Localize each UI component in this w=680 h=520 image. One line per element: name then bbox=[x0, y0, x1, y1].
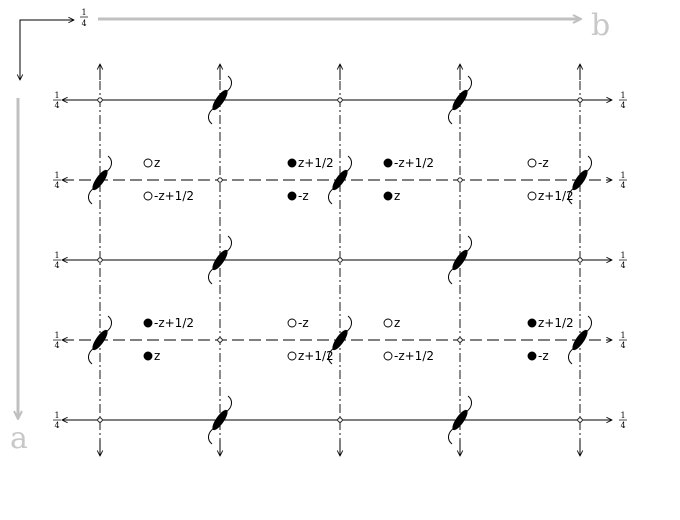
filled-position-marker: z+1/2 bbox=[527, 316, 574, 330]
screw-axis-symbol bbox=[568, 155, 592, 205]
position-label: z bbox=[154, 156, 160, 170]
inversion-center bbox=[97, 97, 103, 103]
row-fraction-numerator: 1 bbox=[620, 411, 625, 420]
position-label: z+1/2 bbox=[298, 156, 334, 170]
row-fraction-denominator: 4 bbox=[620, 421, 625, 430]
inversion-center bbox=[457, 337, 463, 343]
corner-indicator bbox=[20, 20, 74, 80]
screw-axis-symbol bbox=[88, 155, 112, 205]
row-fraction-denominator: 4 bbox=[54, 181, 59, 190]
corner-fraction-denominator: 4 bbox=[81, 19, 86, 28]
row-fraction-numerator: 1 bbox=[620, 91, 625, 100]
open-position-marker: z+1/2 bbox=[527, 189, 574, 203]
screw-axis-symbol bbox=[448, 75, 472, 125]
screw-axis-symbol bbox=[448, 395, 472, 445]
row-fraction-numerator: 1 bbox=[620, 251, 625, 260]
position-label: z bbox=[394, 189, 400, 203]
filled-position-marker: -z+1/2 bbox=[143, 316, 194, 330]
row-fraction-denominator: 4 bbox=[54, 421, 59, 430]
filled-position-marker: z+1/2 bbox=[287, 156, 334, 170]
row-fraction-numerator: 1 bbox=[54, 411, 59, 420]
position-label: -z+1/2 bbox=[154, 189, 194, 203]
screw-axis-symbol bbox=[208, 75, 232, 125]
filled-position-marker: -z bbox=[527, 349, 549, 363]
position-label: -z+1/2 bbox=[394, 349, 434, 363]
row-fraction-numerator: 1 bbox=[54, 331, 59, 340]
open-position-marker: -z+1/2 bbox=[143, 189, 194, 203]
inversion-center bbox=[577, 257, 583, 263]
screw-axis-symbol bbox=[208, 235, 232, 285]
row-fraction-numerator: 1 bbox=[54, 251, 59, 260]
open-position-marker: -z+1/2 bbox=[383, 349, 434, 363]
position-label: z bbox=[394, 316, 400, 330]
atom-positions: z -z+1/2 z+1/2 -z -z+1/2 z -z z+1/2 -z+1/2 z -z z+1… bbox=[143, 156, 574, 363]
position-label: z+1/2 bbox=[298, 349, 334, 363]
inversion-center bbox=[217, 337, 223, 343]
position-label: z+1/2 bbox=[538, 316, 574, 330]
open-position-marker: z+1/2 bbox=[287, 349, 334, 363]
open-position-marker: -z bbox=[527, 156, 549, 170]
inversion-center bbox=[457, 177, 463, 183]
row-fraction-denominator: 4 bbox=[620, 341, 625, 350]
filled-position-marker: -z+1/2 bbox=[383, 156, 434, 170]
row-fraction-numerator: 1 bbox=[54, 91, 59, 100]
screw-axis-symbol bbox=[568, 315, 592, 365]
position-label: -z bbox=[298, 189, 309, 203]
inversion-center bbox=[97, 257, 103, 263]
axis-indicator: 1 4 b a bbox=[10, 8, 610, 456]
position-label: -z bbox=[538, 156, 549, 170]
row-fraction-denominator: 4 bbox=[54, 341, 59, 350]
screw-axis-symbol bbox=[448, 235, 472, 285]
position-label: -z bbox=[298, 316, 309, 330]
corner-fraction-numerator: 1 bbox=[81, 8, 86, 17]
position-label: -z+1/2 bbox=[394, 156, 434, 170]
open-position-marker: z bbox=[143, 156, 160, 170]
inversion-center bbox=[337, 417, 343, 423]
screw-axis-symbol bbox=[208, 395, 232, 445]
row-fraction-denominator: 4 bbox=[620, 181, 625, 190]
filled-position-marker: -z bbox=[287, 189, 309, 203]
screw-axes bbox=[88, 75, 592, 445]
inversion-center bbox=[577, 97, 583, 103]
inversion-center bbox=[217, 177, 223, 183]
open-position-marker: z bbox=[383, 316, 400, 330]
inversion-center bbox=[577, 417, 583, 423]
position-label: -z+1/2 bbox=[154, 316, 194, 330]
a-axis-label: a bbox=[10, 421, 28, 456]
screw-axis-symbol bbox=[328, 155, 352, 205]
row-fraction-denominator: 4 bbox=[54, 101, 59, 110]
row-fraction-numerator: 1 bbox=[620, 331, 625, 340]
row-fraction-denominator: 4 bbox=[620, 101, 625, 110]
filled-position-marker: z bbox=[383, 189, 400, 203]
b-axis-label: b bbox=[591, 8, 610, 43]
inversion-center bbox=[97, 417, 103, 423]
row-fraction-numerator: 1 bbox=[620, 171, 625, 180]
row-fraction-denominator: 4 bbox=[620, 261, 625, 270]
row-fraction-denominator: 4 bbox=[54, 261, 59, 270]
inversion-center bbox=[337, 257, 343, 263]
inversion-center bbox=[337, 97, 343, 103]
open-position-marker: -z bbox=[287, 316, 309, 330]
position-label: z bbox=[154, 349, 160, 363]
filled-position-marker: z bbox=[143, 349, 160, 363]
screw-axis-symbol bbox=[88, 315, 112, 365]
row-fraction-numerator: 1 bbox=[54, 171, 59, 180]
position-label: -z bbox=[538, 349, 549, 363]
screw-axis-symbol bbox=[328, 315, 352, 365]
position-label: z+1/2 bbox=[538, 189, 574, 203]
